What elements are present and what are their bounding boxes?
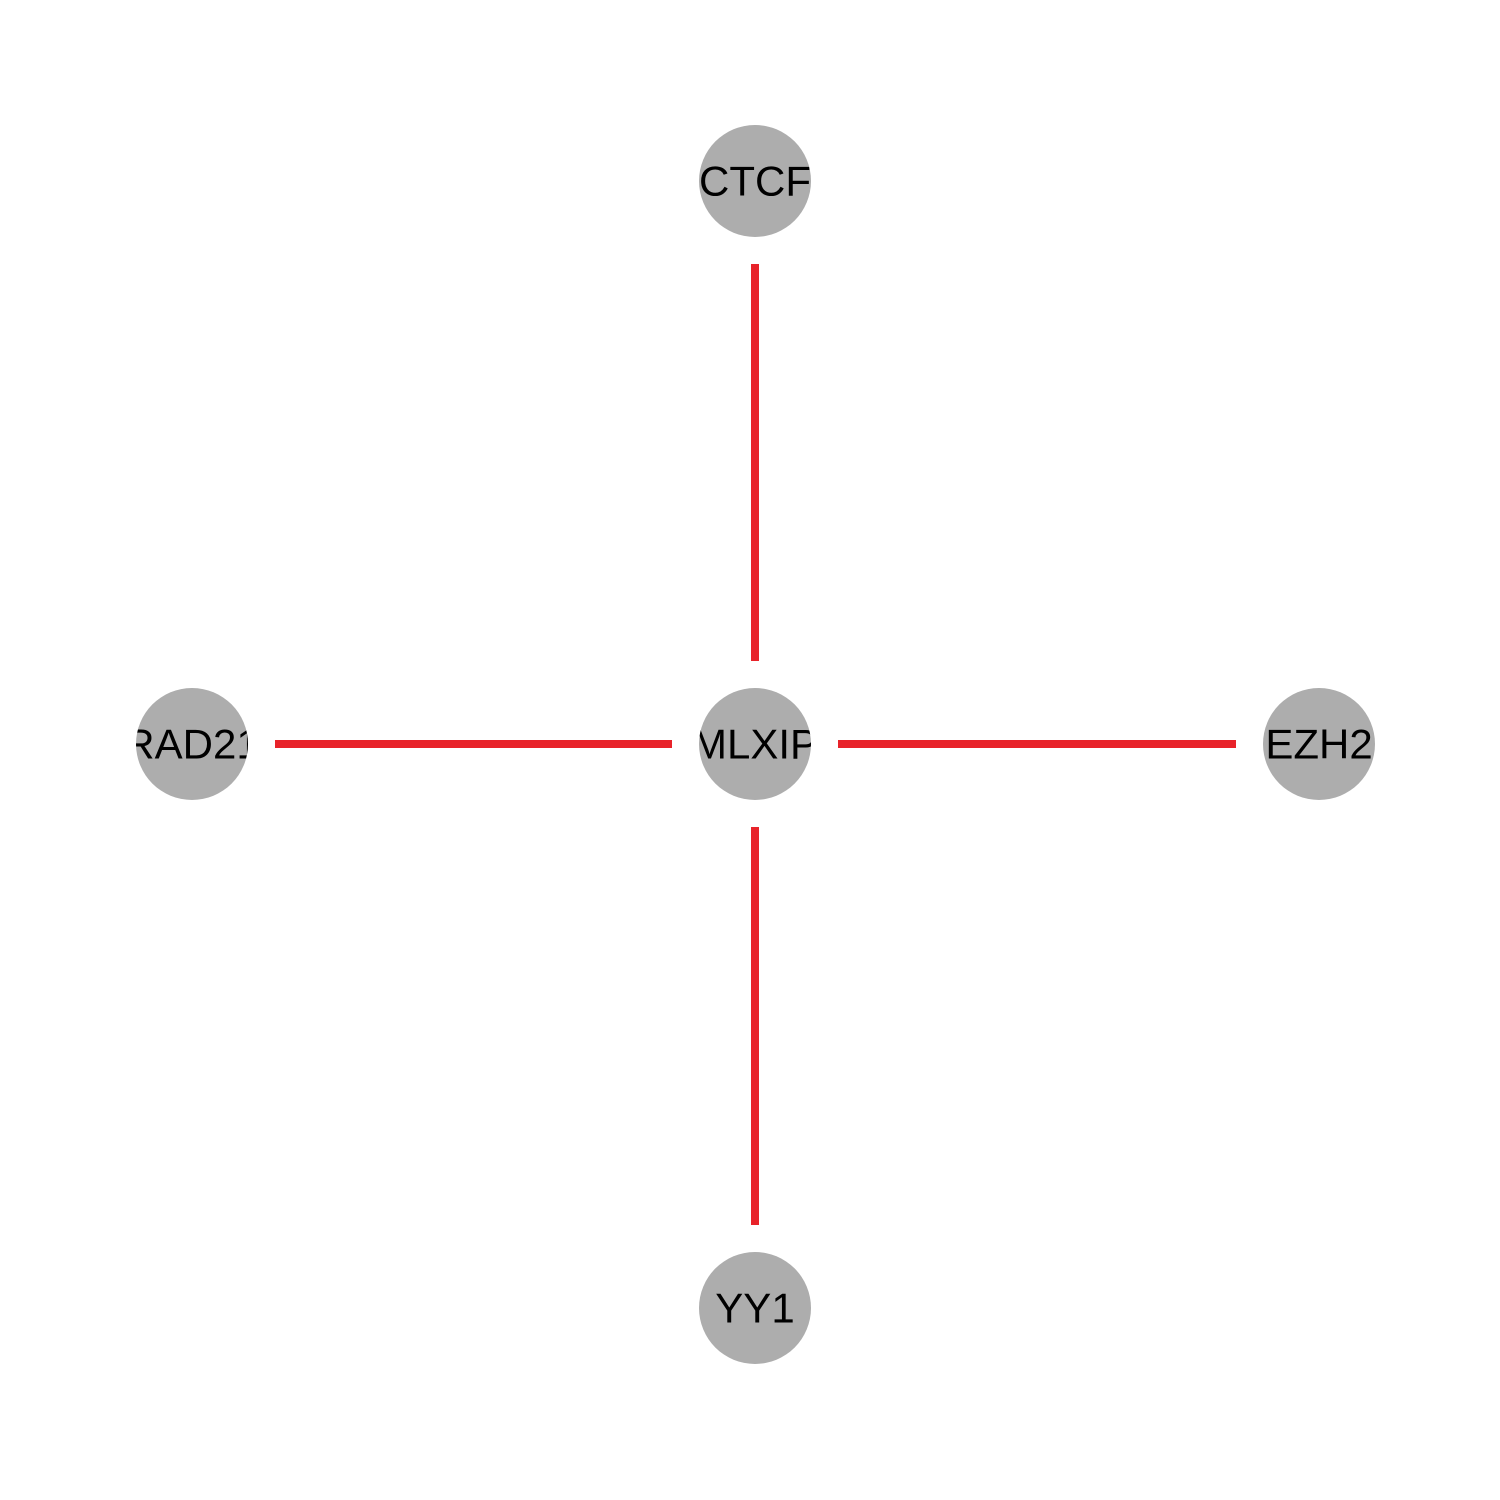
node-label-mlxip: MLXIP bbox=[692, 721, 818, 768]
node-label-ezh2: EZH2 bbox=[1265, 721, 1372, 768]
node-rad21: RAD21 bbox=[124, 688, 259, 800]
node-mlxip: MLXIP bbox=[692, 688, 818, 800]
node-ctcf: CTCF bbox=[699, 125, 811, 237]
node-label-ctcf: CTCF bbox=[699, 158, 811, 205]
node-label-yy1: YY1 bbox=[715, 1285, 794, 1332]
node-label-rad21: RAD21 bbox=[124, 721, 259, 768]
node-ezh2: EZH2 bbox=[1263, 688, 1375, 800]
node-yy1: YY1 bbox=[699, 1252, 811, 1364]
edges-layer bbox=[275, 264, 1236, 1225]
nodes-layer: MLXIP CTCF RAD21 EZH2 YY1 bbox=[124, 125, 1375, 1364]
